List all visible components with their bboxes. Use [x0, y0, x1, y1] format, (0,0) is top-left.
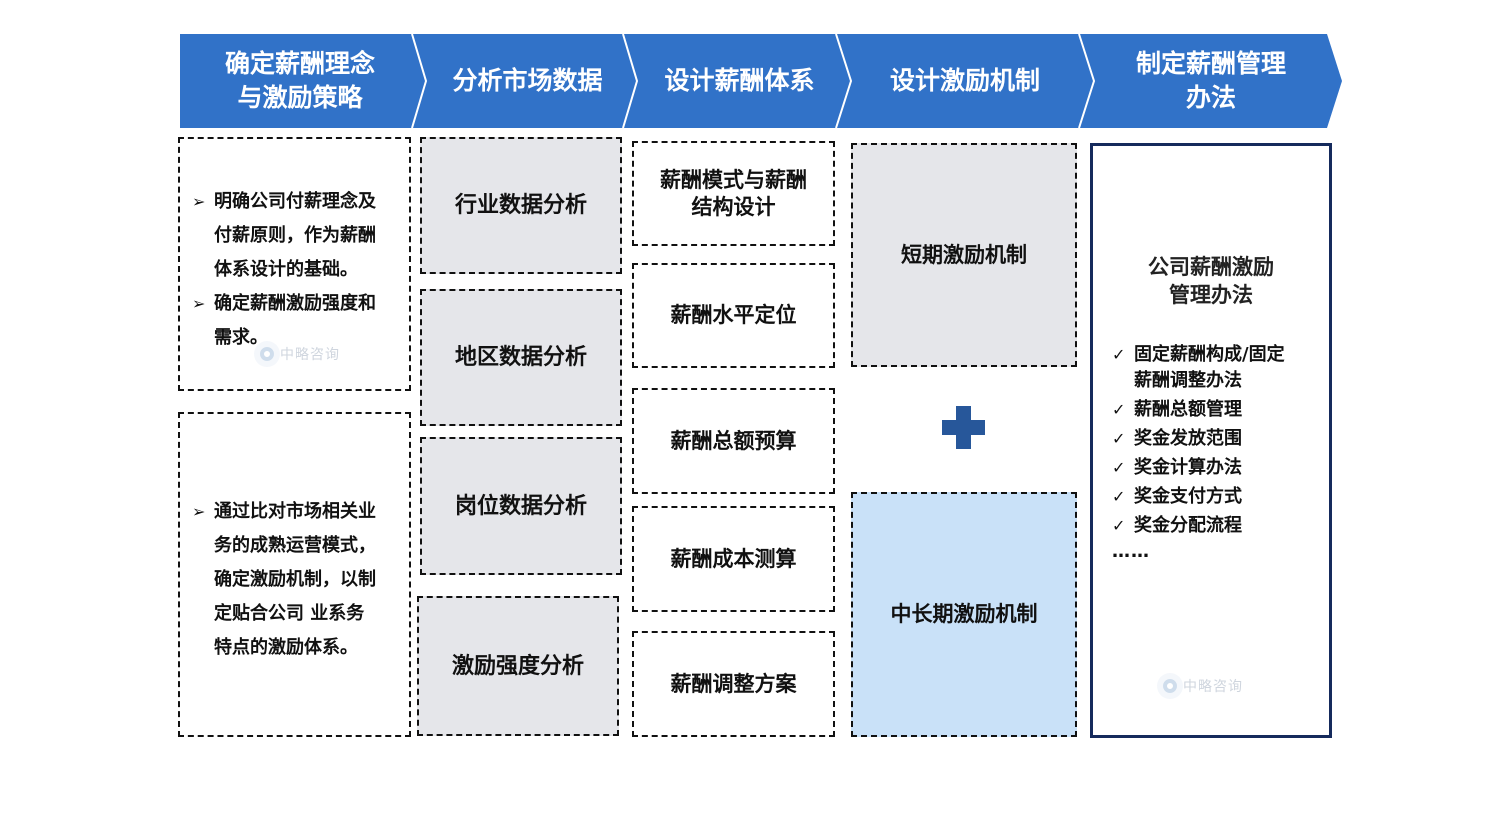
step-1-label: 确定薪酬理念 与激励策略 — [224, 49, 375, 112]
strategy-box: ➢ 通过比对市场相关业 务的成熟运营模式， 确定激励机制，以制 定贴合公司 业系… — [178, 412, 411, 737]
check-icon: ✓ — [1112, 516, 1126, 535]
strategy-bullets: ➢ 通过比对市场相关业 务的成熟运营模式， 确定激励机制，以制 定贴合公司 业系… — [192, 495, 407, 665]
pay-model-structure-design: 薪酬模式与薪酬 结构设计 — [632, 141, 835, 246]
check-icon: ✓ — [1112, 429, 1126, 448]
arrow-bullet-icon: ➢ — [192, 502, 206, 521]
pay-cost-estimation: 薪酬成本测算 — [632, 506, 835, 612]
long-term-incentive: 中长期激励机制 — [851, 492, 1077, 737]
list-ellipsis: …… — [1112, 541, 1150, 562]
position-data-analysis: 岗位数据分析 — [420, 437, 622, 575]
bullet-item: ➢ 通过比对市场相关业 务的成熟运营模式， 确定激励机制，以制 定贴合公司 业系… — [192, 495, 407, 665]
check-icon: ✓ — [1112, 400, 1126, 419]
plus-icon — [942, 406, 985, 449]
process-header-band — [180, 33, 1342, 129]
philosophy-box: ➢ 明确公司付薪理念及 付薪原则，作为薪酬 体系设计的基础。 ➢ 确定薪酬激励强… — [178, 137, 411, 391]
watermark-logo: 中略咨询 — [260, 344, 340, 364]
check-icon: ✓ — [1112, 345, 1126, 364]
step-2-label: 分析市场数据 — [452, 66, 603, 95]
policy-checklist: ✓ 固定薪酬构成/固定 薪酬调整办法 ✓ 薪酬总额管理 ✓ 奖金发放范围 ✓ 奖… — [1112, 342, 1322, 562]
arrow-bullet-icon: ➢ — [192, 294, 206, 313]
total-pay-budget: 薪酬总额预算 — [632, 388, 835, 494]
short-term-incentive: 短期激励机制 — [851, 143, 1077, 367]
pay-adjustment-plan: 薪酬调整方案 — [632, 631, 835, 737]
checklist-item: ✓ 奖金计算办法 — [1112, 455, 1322, 481]
logo-ring-icon — [1163, 679, 1177, 693]
incentive-intensity-analysis: 激励强度分析 — [417, 596, 619, 736]
checklist-item: ✓ 奖金分配流程 — [1112, 513, 1322, 539]
logo-ring-icon — [260, 347, 274, 361]
checklist-item: ✓ 薪酬总额管理 — [1112, 397, 1322, 423]
step-5-label: 制定薪酬管理 办法 — [1135, 49, 1286, 112]
checklist-item: ✓ 奖金支付方式 — [1112, 484, 1322, 510]
industry-data-analysis: 行业数据分析 — [420, 137, 622, 274]
watermark-logo: 中略咨询 — [1163, 676, 1243, 696]
checklist-item: ✓ 固定薪酬构成/固定 薪酬调整办法 — [1112, 342, 1322, 394]
bullet-item: ➢ 确定薪酬激励强度和 需求。 — [192, 287, 407, 355]
region-data-analysis: 地区数据分析 — [420, 289, 622, 426]
philosophy-bullets: ➢ 明确公司付薪理念及 付薪原则，作为薪酬 体系设计的基础。 ➢ 确定薪酬激励强… — [192, 185, 407, 355]
arrow-bullet-icon: ➢ — [192, 192, 206, 211]
step-3-label: 设计薪酬体系 — [664, 66, 815, 95]
step-4-label: 设计激励机制 — [889, 66, 1040, 95]
policy-title: 公司薪酬激励 管理办法 — [1148, 255, 1274, 307]
checklist-item: ✓ 奖金发放范围 — [1112, 426, 1322, 452]
bullet-item: ➢ 明确公司付薪理念及 付薪原则，作为薪酬 体系设计的基础。 — [192, 185, 407, 287]
compensation-policy-box: 公司薪酬激励 管理办法 ✓ 固定薪酬构成/固定 薪酬调整办法 ✓ 薪酬总额管理 … — [1090, 143, 1332, 738]
check-icon: ✓ — [1112, 458, 1126, 477]
check-icon: ✓ — [1112, 487, 1126, 506]
pay-level-positioning: 薪酬水平定位 — [632, 263, 835, 368]
